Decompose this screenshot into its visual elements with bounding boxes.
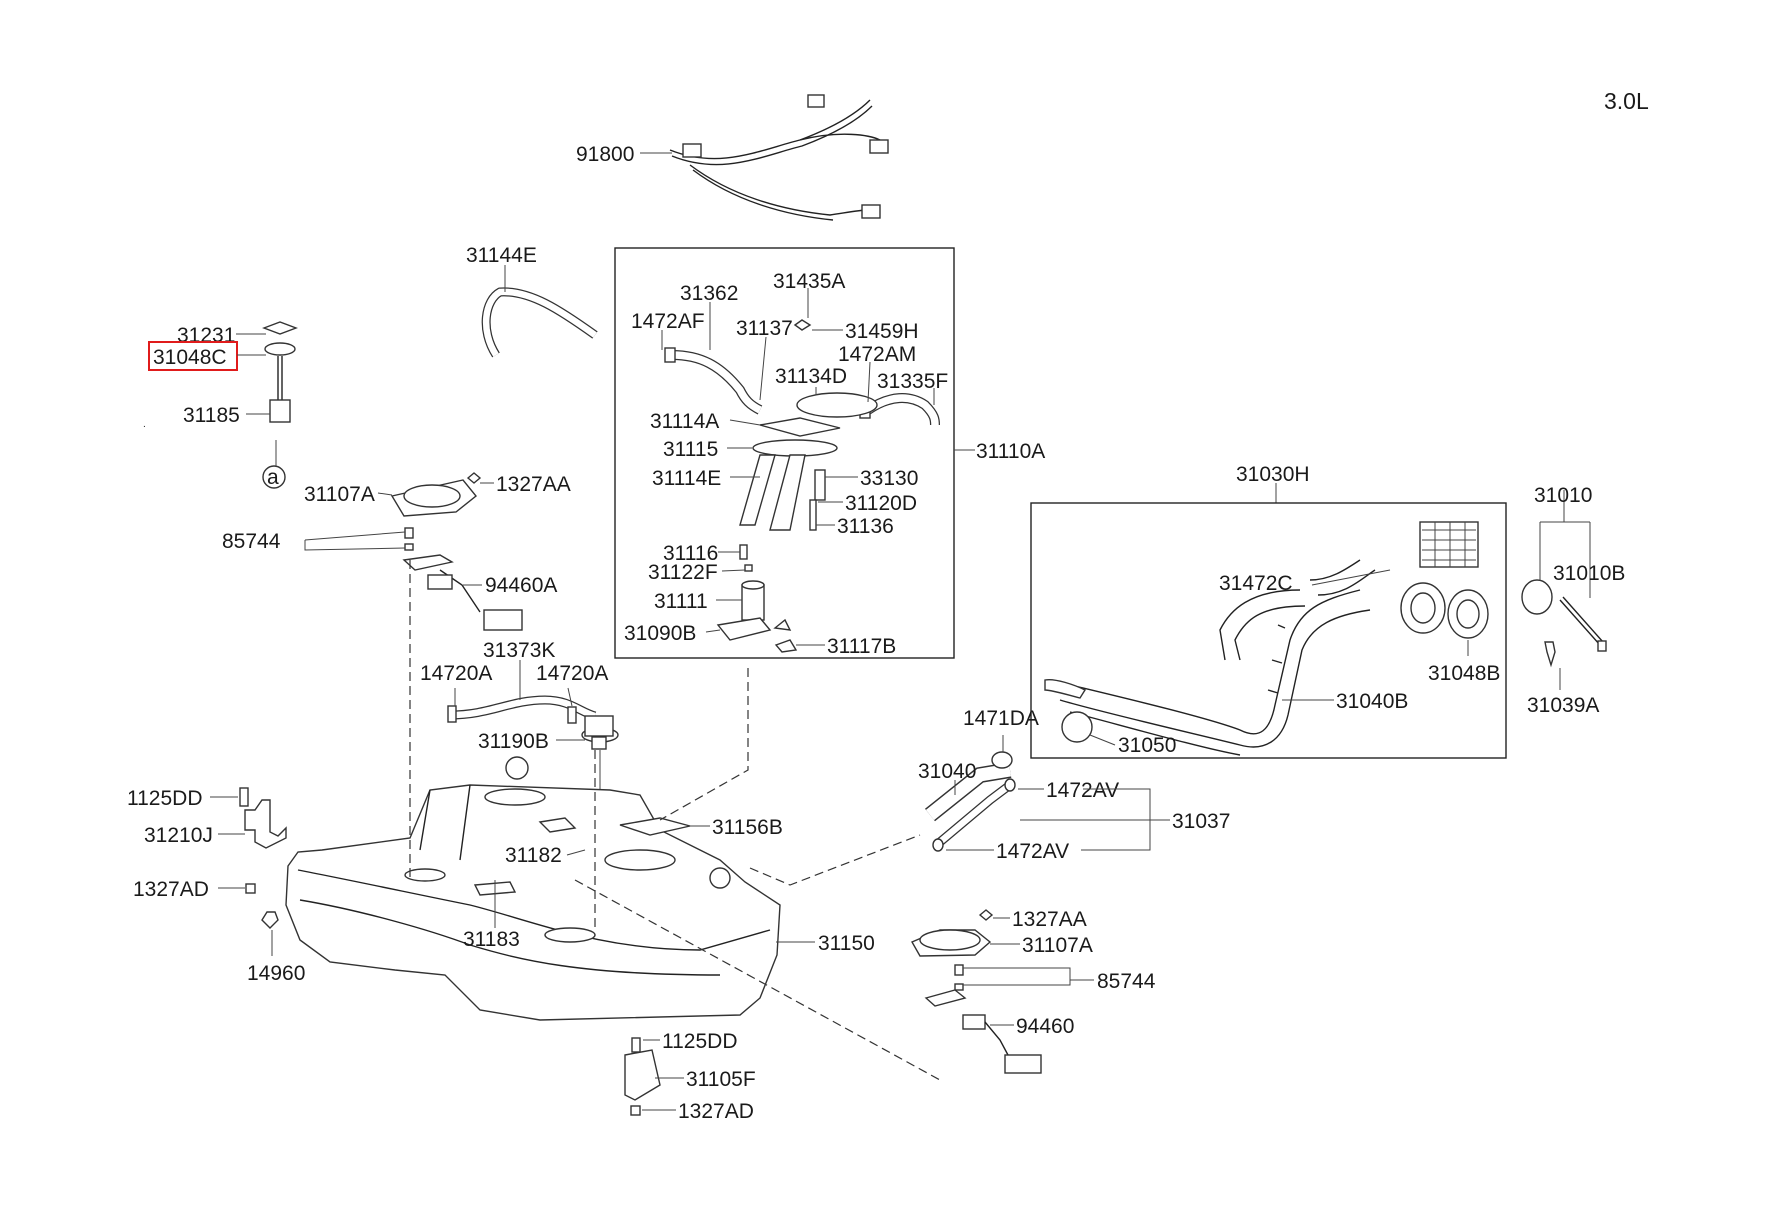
callout-1125DD-bottom[interactable]: 1125DD: [662, 1030, 738, 1053]
callout-1327AD-bottom[interactable]: 1327AD: [678, 1100, 754, 1123]
fuel-pump-module: [664, 319, 940, 653]
callout-1327AA-right[interactable]: 1327AA: [1012, 908, 1087, 931]
callout-85744-left[interactable]: 85744: [222, 530, 281, 553]
callout-31090B[interactable]: 31090B: [624, 622, 696, 645]
callout-31185[interactable]: 31185: [183, 404, 240, 427]
fuel-cap-31010: [1521, 579, 1607, 668]
callout-91800[interactable]: 91800: [576, 143, 634, 166]
callout-1472AV-bottom[interactable]: 1472AV: [996, 840, 1069, 863]
callout-31030H[interactable]: 31030H: [1236, 463, 1310, 486]
wiring-harness-91800: [669, 94, 889, 221]
callout-31040B[interactable]: 31040B: [1336, 690, 1408, 713]
callout-31156B[interactable]: 31156B: [712, 816, 783, 839]
callout-31144E[interactable]: 31144E: [466, 244, 537, 267]
callout-31136[interactable]: 31136: [837, 515, 894, 538]
callout-31459H[interactable]: 31459H: [845, 320, 919, 343]
callout-1327AA-left[interactable]: 1327AA: [496, 473, 571, 496]
callout-31040[interactable]: 31040: [918, 760, 976, 783]
callout-31362[interactable]: 31362: [680, 282, 738, 305]
reference-marker-a-top: a: [267, 466, 279, 489]
callout-31435A[interactable]: 31435A: [773, 270, 845, 293]
filler-neck-assembly: [1044, 521, 1489, 756]
valve-31190B: [581, 715, 619, 750]
callout-94460[interactable]: 94460: [1016, 1015, 1074, 1038]
callout-31373K[interactable]: 31373K: [483, 639, 555, 662]
access-cover-left: [390, 472, 482, 517]
callout-31114E[interactable]: 31114E: [652, 467, 721, 490]
callout-1327AD-left[interactable]: 1327AD: [133, 878, 209, 901]
callout-31137[interactable]: 31137: [736, 317, 793, 340]
callout-14720A-right[interactable]: 14720A: [536, 662, 608, 685]
callout-14720A-left[interactable]: 14720A: [420, 662, 492, 685]
callout-31010[interactable]: 31010: [1534, 484, 1592, 507]
callout-31210J[interactable]: 31210J: [144, 824, 213, 847]
stray-dot: .: [143, 419, 146, 430]
callout-31117B[interactable]: 31117B: [827, 635, 896, 658]
bracket-31105F: [624, 1037, 661, 1116]
callout-1471DA[interactable]: 1471DA: [963, 707, 1039, 730]
callout-31122F[interactable]: 31122F: [648, 561, 718, 584]
bracket-31210J: [239, 787, 287, 849]
callout-31037[interactable]: 31037: [1172, 810, 1230, 833]
callout-1472AV-top[interactable]: 1472AV: [1046, 779, 1119, 802]
fuel-sender-assembly: [262, 321, 298, 489]
highlight-box-31048C: [148, 341, 238, 371]
callout-31107A-right[interactable]: 31107A: [1022, 934, 1093, 957]
callout-31039A[interactable]: 31039A: [1527, 694, 1599, 717]
pump-module-group-box: [614, 247, 955, 659]
callout-31048C[interactable]: 31048C: [153, 346, 227, 369]
callout-31010B[interactable]: 31010B: [1553, 562, 1625, 585]
access-cover-right: [911, 929, 992, 957]
callout-31134D[interactable]: 31134D: [775, 365, 847, 388]
callout-1472AF[interactable]: 1472AF: [631, 310, 705, 333]
filler-hose-31040: [925, 751, 1016, 852]
callout-31120D[interactable]: 31120D: [845, 492, 917, 515]
callout-31114A[interactable]: 31114A: [650, 410, 719, 433]
vent-hose-31144E: [481, 287, 598, 358]
callout-31048B[interactable]: 31048B: [1428, 662, 1500, 685]
callout-85744-right[interactable]: 85744: [1097, 970, 1156, 993]
callout-33130[interactable]: 33130: [860, 467, 918, 490]
callout-31335F[interactable]: 31335F: [877, 370, 948, 393]
callout-31150[interactable]: 31150: [818, 932, 875, 955]
fuel-tank-31150: [285, 784, 781, 1021]
callout-1125DD-left[interactable]: 1125DD: [127, 787, 203, 810]
callout-31105F[interactable]: 31105F: [686, 1068, 756, 1091]
callout-31182[interactable]: 31182: [505, 844, 562, 867]
callout-31472C[interactable]: 31472C: [1219, 572, 1293, 595]
callout-31115[interactable]: 31115: [663, 438, 718, 461]
callout-94460A[interactable]: 94460A: [485, 574, 557, 597]
callout-31231[interactable]: 31231: [177, 324, 235, 347]
level-sender-94460: [924, 989, 1042, 1074]
callout-31110A[interactable]: 31110A: [976, 440, 1045, 463]
level-sender-94460A: [402, 554, 523, 631]
filler-neck-group-box: [1030, 502, 1507, 759]
callout-31050[interactable]: 31050: [1118, 734, 1176, 757]
callout-31190B[interactable]: 31190B: [478, 730, 549, 753]
engine-displacement-label: 3.0L: [1604, 88, 1649, 114]
callout-14960[interactable]: 14960: [247, 962, 305, 985]
callout-1472AM[interactable]: 1472AM: [838, 343, 916, 366]
callout-31111[interactable]: 31111: [654, 590, 708, 613]
fuel-hose-31373K: [447, 695, 597, 724]
callout-31107A-left[interactable]: 31107A: [304, 483, 375, 506]
callout-31116[interactable]: 31116: [663, 542, 718, 565]
callout-31183[interactable]: 31183: [463, 928, 520, 951]
